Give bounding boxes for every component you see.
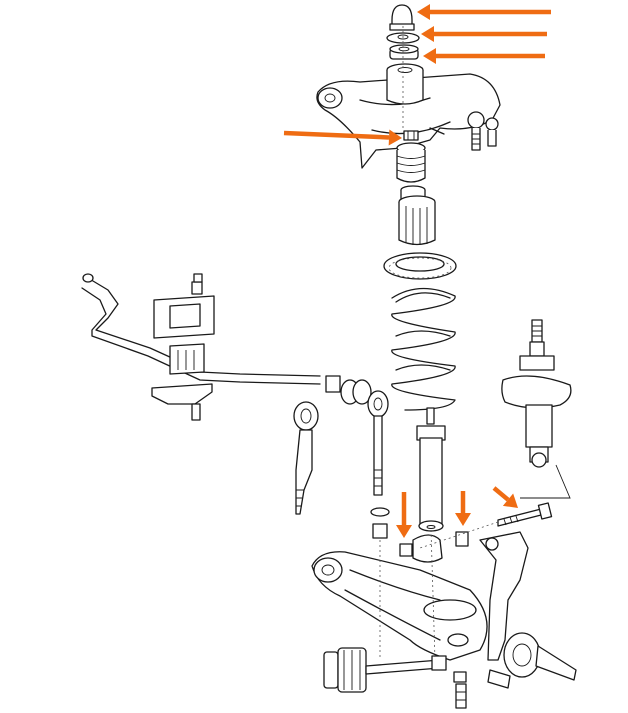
upper-ball-joint xyxy=(467,111,499,151)
sway-bar-bushing xyxy=(169,343,205,375)
lower-shock-mount-right xyxy=(455,531,469,547)
upper-cap-nut xyxy=(389,4,415,31)
arrow-upper-rubber-bushing xyxy=(423,48,545,64)
lower-shock-mount-left xyxy=(399,534,443,563)
arrow-head xyxy=(388,129,402,146)
sway-bar-end-bushings xyxy=(325,375,372,405)
sway-bar-link-bushings xyxy=(370,507,390,539)
upper-control-arm xyxy=(316,73,501,169)
upper-spring-seat-turret xyxy=(386,63,424,105)
arrow-lower-shock-mount-right xyxy=(455,491,471,526)
arrow-head xyxy=(455,513,471,526)
arrow-head xyxy=(396,525,412,538)
strut-assembly-right xyxy=(501,319,572,499)
upper-rubber-bushing xyxy=(389,44,419,60)
steering-knuckle xyxy=(479,531,577,689)
lower-control-arm xyxy=(311,551,488,661)
sway-bar-link xyxy=(367,390,389,496)
coil-spring xyxy=(391,287,456,411)
spring-insulator-pad xyxy=(383,252,457,280)
arrow-head xyxy=(502,493,518,508)
arrow-upper-cap-nut xyxy=(417,4,551,20)
sway-bar-clamp-bracket xyxy=(153,273,215,339)
arrow-shock-top-nut xyxy=(283,129,402,146)
strut-rod-bushings xyxy=(323,647,447,693)
lower-mount-bolt xyxy=(497,502,553,527)
sway-bar-lower-bracket xyxy=(151,383,213,421)
arrow-upper-washer xyxy=(421,26,547,42)
arrow-shaft xyxy=(492,486,510,502)
assembly-alignment-lines xyxy=(379,26,499,661)
sway-bar xyxy=(81,273,321,385)
tie-rod-end xyxy=(293,401,319,515)
arrow-head xyxy=(421,26,434,42)
arrow-lower-shock-mount-left xyxy=(396,492,412,538)
lower-ball-joint xyxy=(447,633,469,709)
callout-arrows xyxy=(283,4,551,538)
dust-boot xyxy=(398,195,436,246)
arrow-head xyxy=(423,48,436,64)
arrow-head xyxy=(417,4,430,20)
arrow-lower-mount-bolt xyxy=(492,486,518,508)
shock-absorber xyxy=(416,407,446,532)
shock-top-nut xyxy=(403,130,419,141)
bump-stop-bellows xyxy=(396,142,426,183)
arrow-shaft xyxy=(283,130,390,140)
